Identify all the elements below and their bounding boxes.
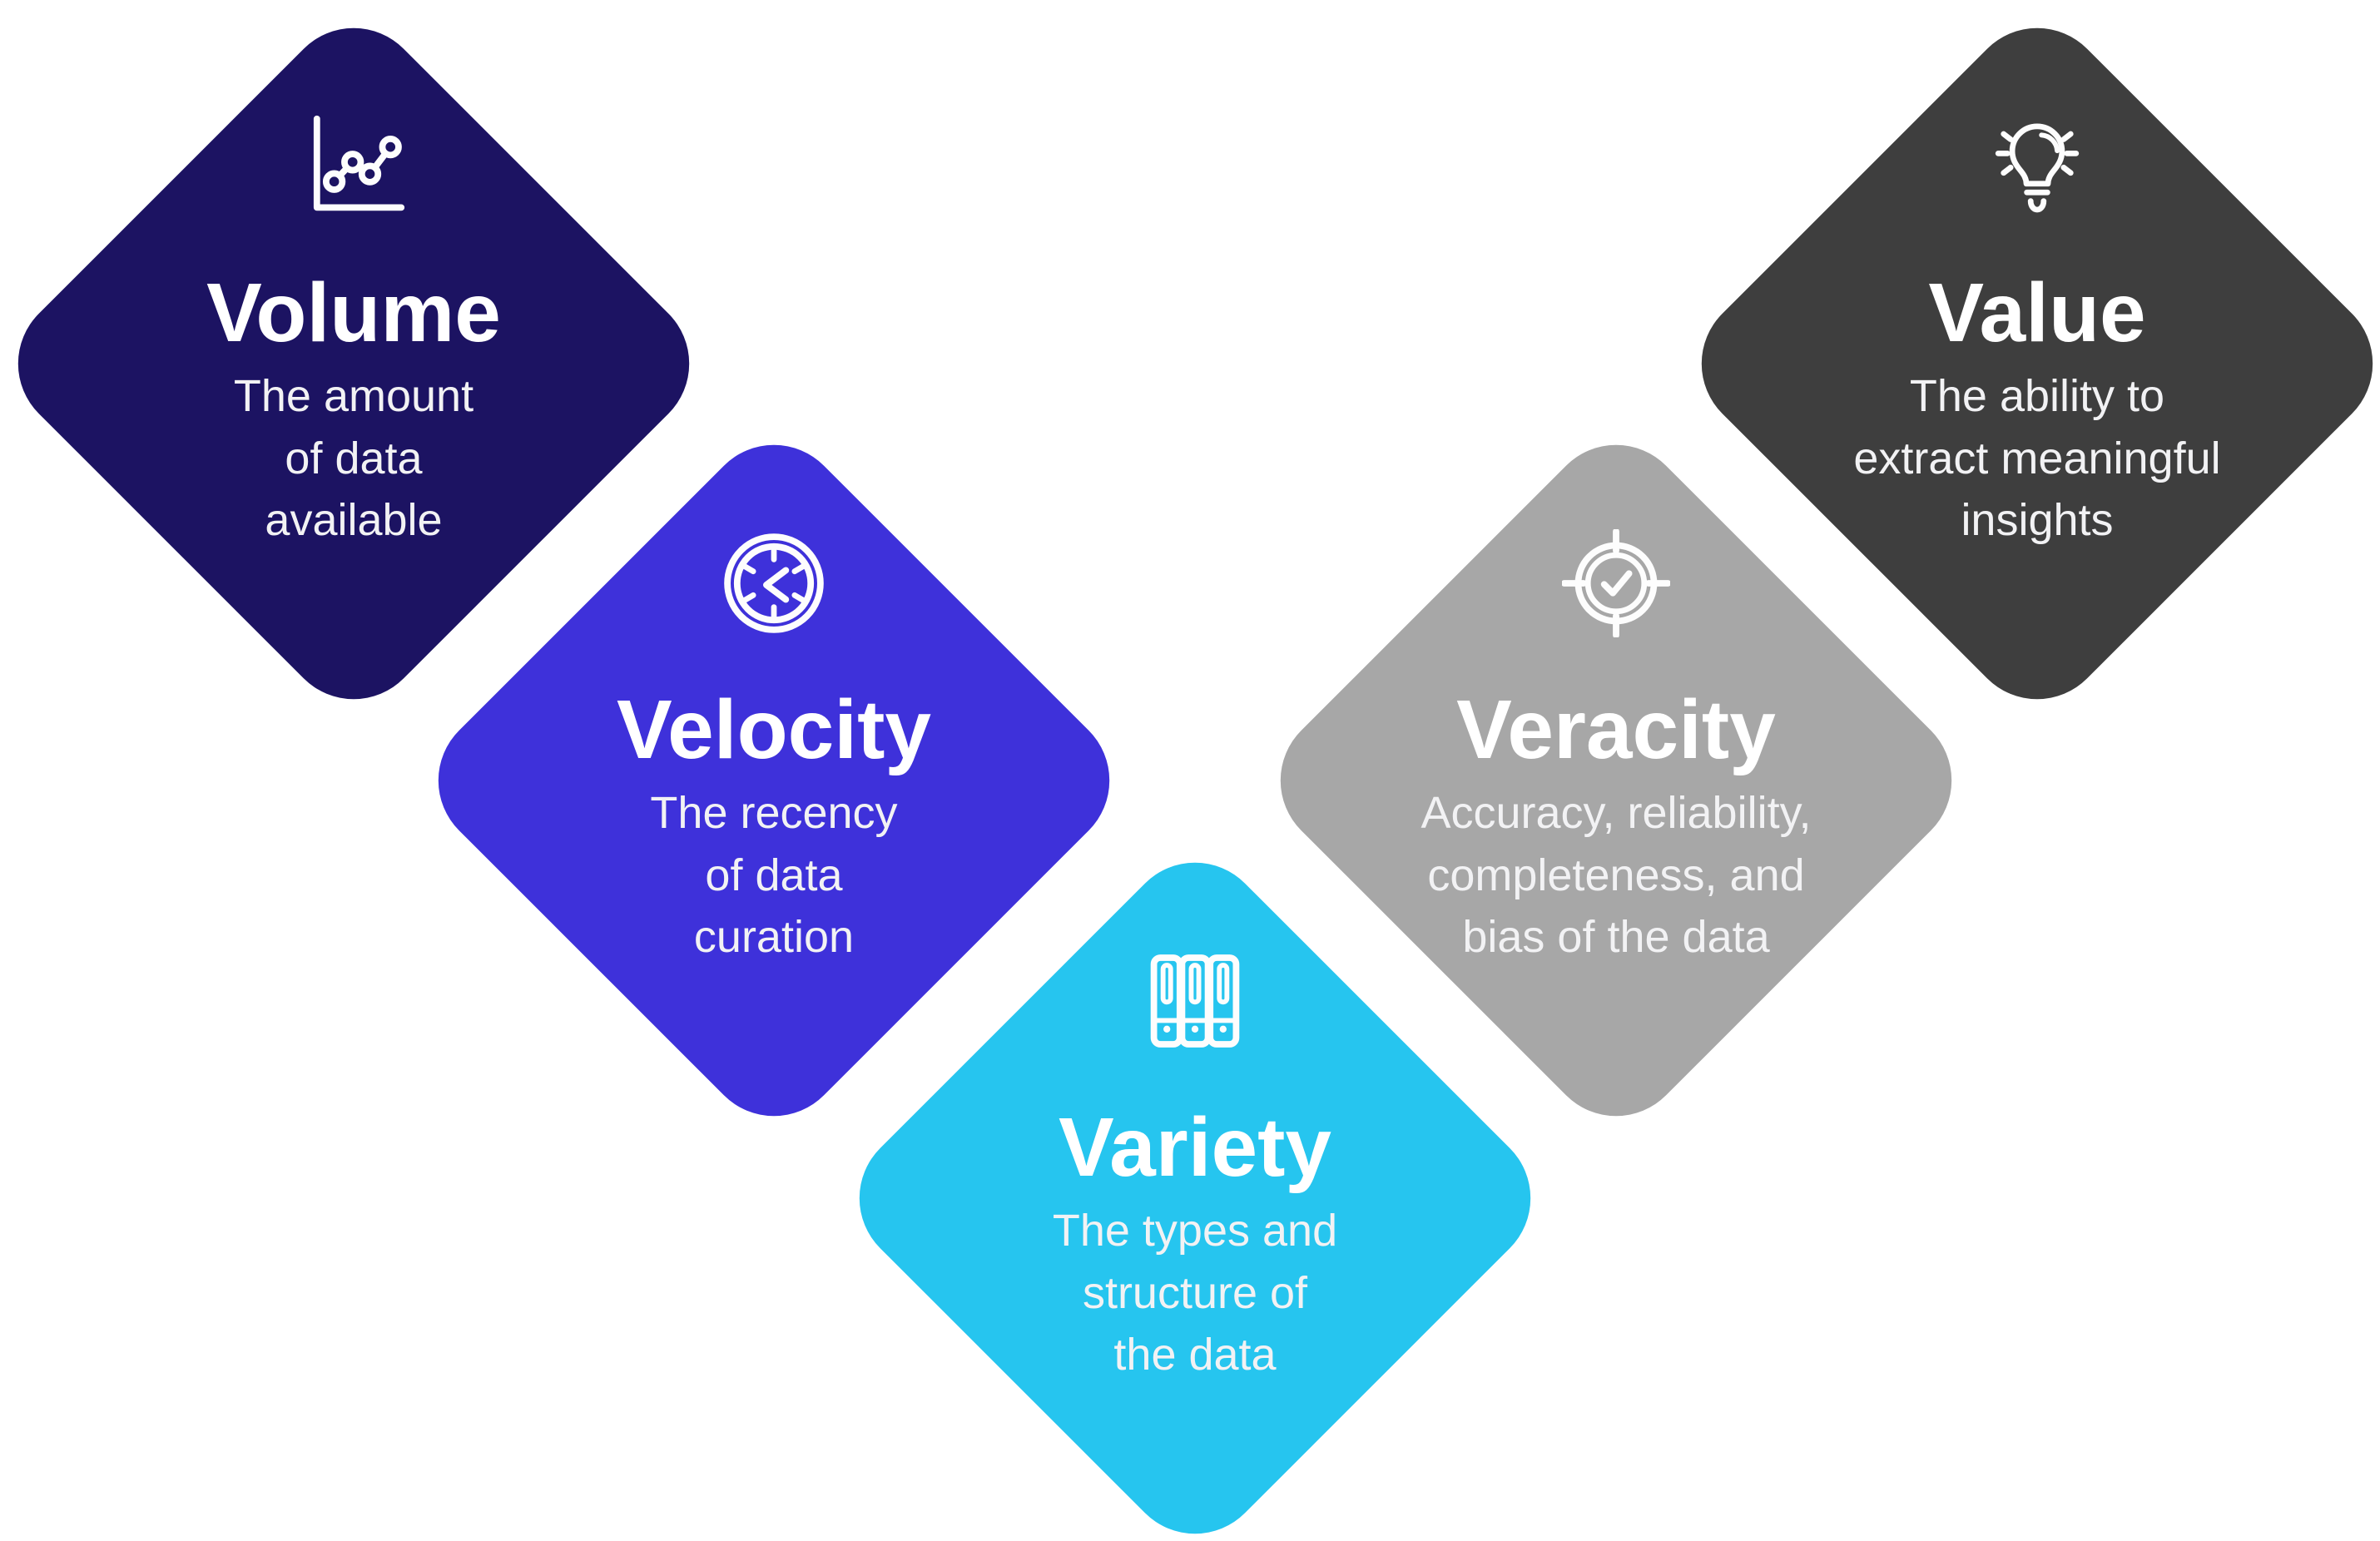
diamond-description: Accuracy, reliability, completeness, and…	[1421, 788, 1812, 963]
diamond-description: The types and structure of the data	[1052, 1206, 1338, 1380]
diamond-value-content: Value The ability to extract meaningful …	[1779, 106, 2295, 622]
diamond-variety-content: Variety The types and structure of the d…	[937, 940, 1453, 1456]
diamond-description: The recency of data curation	[650, 788, 898, 963]
diamond-title: Value	[1928, 266, 2146, 359]
diamond-title: Variety	[1058, 1101, 1332, 1194]
target-check-icon	[1562, 529, 1670, 637]
diamond-title: Volume	[206, 266, 501, 359]
diamond-value: Value The ability to extract meaningful …	[1672, 0, 2380, 729]
binders-icon	[1150, 954, 1240, 1048]
diamond-variety: Variety The types and structure of the d…	[830, 833, 1560, 1541]
diamond-velocity: Velocity The recency of data curation	[409, 415, 1139, 1146]
diamond-description: The amount of data available	[233, 371, 474, 546]
diamond-title: Veracity	[1456, 683, 1776, 776]
diamond-volume: Volume The amount of data available	[0, 0, 719, 729]
clock-icon	[724, 533, 824, 633]
diamond-description: The ability to extract meaningful insigh…	[1853, 371, 2221, 546]
diamond-velocity-content: Velocity The recency of data curation	[516, 523, 1032, 1038]
line-chart-icon	[313, 115, 405, 211]
diamond-title: Velocity	[617, 683, 931, 776]
diamond-veracity: Veracity Accuracy, reliability, complete…	[1251, 415, 1981, 1146]
diamond-volume-content: Volume The amount of data available	[96, 106, 612, 622]
lightbulb-icon	[1995, 123, 2080, 213]
diamond-veracity-content: Veracity Accuracy, reliability, complete…	[1358, 523, 1874, 1038]
